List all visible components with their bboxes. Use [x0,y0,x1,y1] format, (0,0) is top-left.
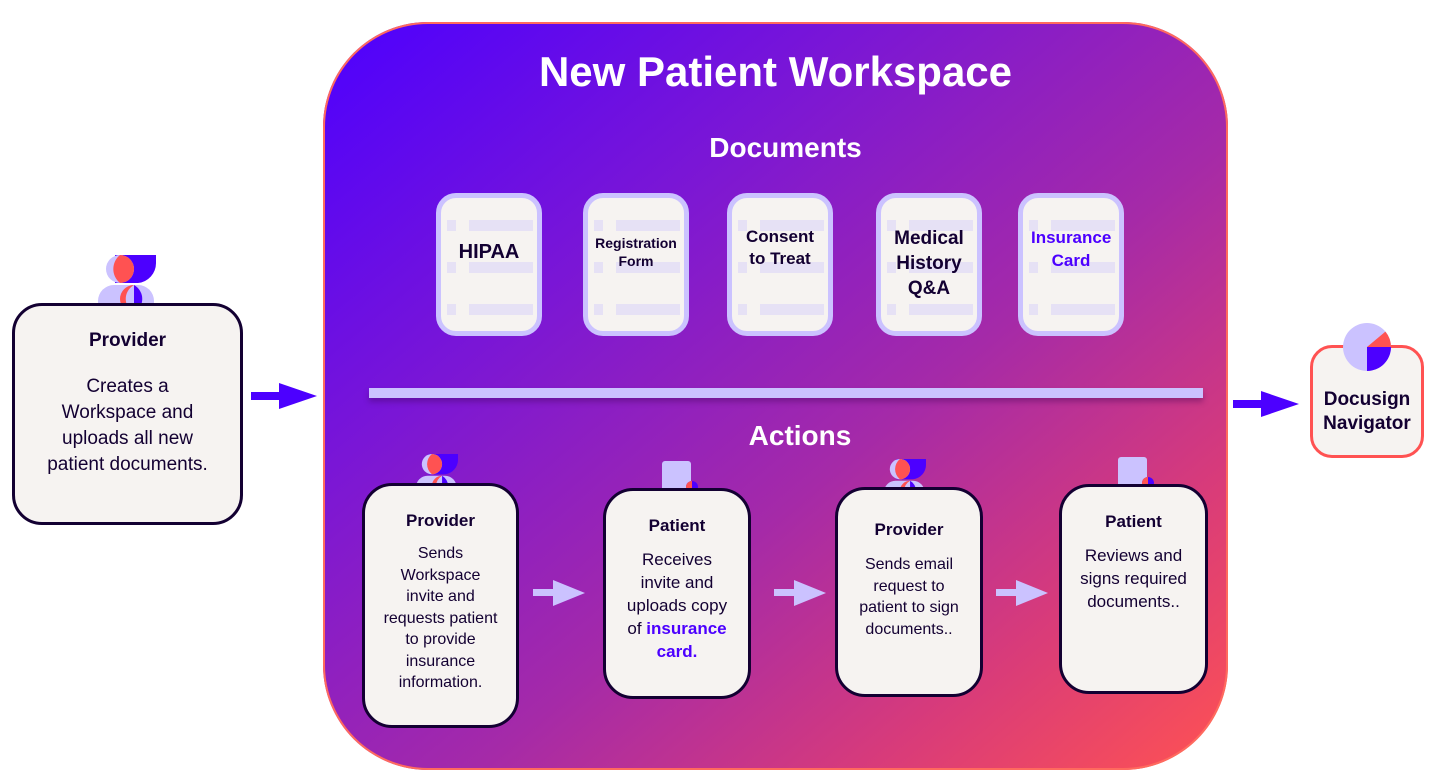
action-card-1: Provider Sends Workspace invite and requ… [362,483,519,728]
document-medical-history[interactable]: Medical History Q&A [876,193,982,336]
document-hipaa[interactable]: HIPAA [436,193,542,336]
workspace-title: New Patient Workspace [538,48,1013,95]
documents-heading: Documents [709,132,862,163]
arrow-right-icon [1233,389,1299,419]
actions-heading: Actions [748,420,852,451]
role-label: Provider [88,330,167,351]
document-label: Consent to Treat [746,227,814,268]
document-label: Registration Form [595,235,677,269]
role-label: Patient [1105,512,1162,531]
provider-start-card: Provider Creates a Workspace and uploads… [12,303,243,525]
document-consent-to-treat[interactable]: Consent to Treat [727,193,833,336]
section-divider [369,388,1203,398]
arrow-right-icon [996,580,1048,606]
action-description: Receives invite and uploads copy of insu… [620,548,734,663]
role-label: Patient [648,516,706,535]
action-card-4: Patient Reviews and signs required docum… [1059,484,1208,694]
action-card-2: Patient Receives invite and uploads copy… [603,488,751,699]
arrow-right-icon [774,580,826,606]
action-description: Sends email request to patient to sign d… [859,556,959,638]
role-label: Provider [874,520,944,539]
action-description: Reviews and signs required documents.. [1080,546,1187,611]
document-label: Medical History Q&A [894,228,964,299]
provider-start-description: Creates a Workspace and uploads all new … [47,376,208,475]
action-description: Sends Workspace invite and requests pati… [383,545,498,691]
action-description-text: Receives invite and uploads copy of [626,550,728,638]
document-insurance-card[interactable]: Insurance Card [1018,193,1124,336]
document-registration-form[interactable]: Registration Form [583,193,689,336]
role-label: Provider [406,511,475,530]
navigator-label: Docusign Navigator [1323,389,1411,434]
arrow-right-icon [251,381,317,411]
document-label: Insurance Card [1031,228,1112,270]
insurance-card-highlight: insurance card. [646,619,727,661]
arrow-right-icon [533,580,585,606]
pie-chart-icon [1343,323,1391,371]
document-label: HIPAA [458,241,520,263]
action-card-3: Provider Sends email request to patient … [835,487,983,697]
